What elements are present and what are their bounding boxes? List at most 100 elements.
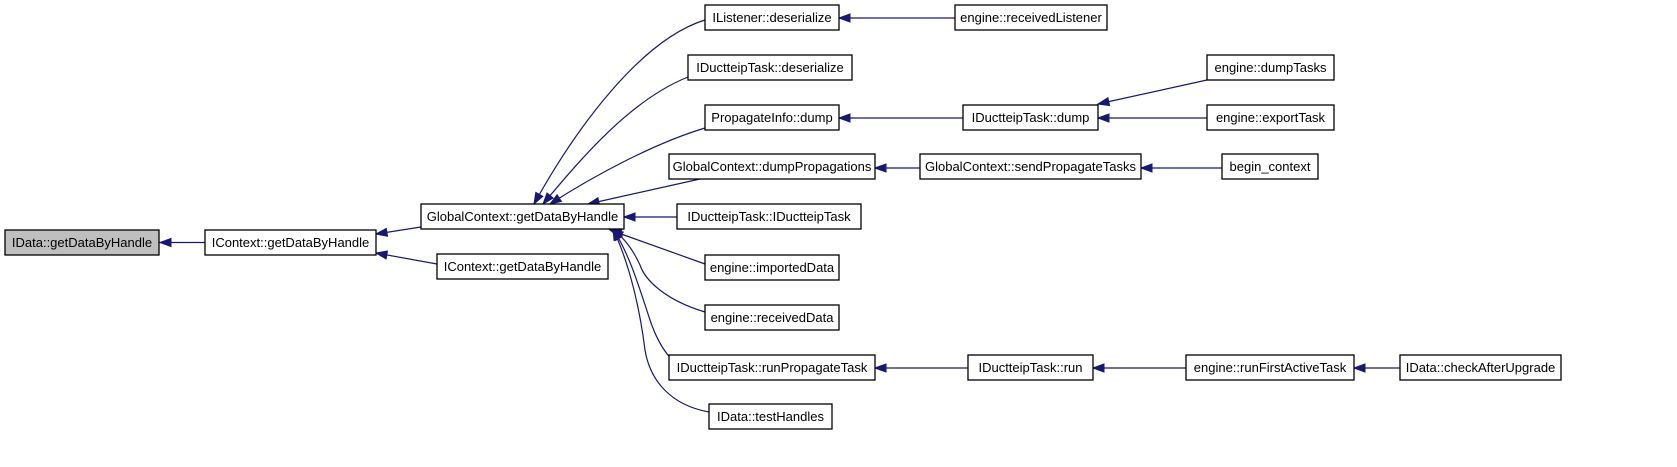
node-box[interactable] [204, 229, 377, 256]
arrowhead [612, 227, 623, 242]
node-n3[interactable]: IContext::getDataByHandle [436, 253, 609, 280]
node-n9[interactable]: engine::importedData [704, 254, 840, 281]
node-box[interactable] [676, 203, 862, 230]
node-label: IDuctteipTask::run [978, 360, 1082, 375]
edge-n19-to-n15 [1139, 163, 1222, 173]
node-n17[interactable]: engine::dumpTasks [1206, 54, 1335, 81]
edge-n7-to-n2 [586, 178, 701, 207]
node-box[interactable] [962, 104, 1099, 131]
node-box[interactable] [708, 403, 833, 430]
node-label: IContext::getDataByHandle [212, 235, 370, 250]
node-label: engine::importedData [710, 260, 835, 275]
node-label: IDuctteipTask::IDuctteipTask [687, 209, 851, 224]
node-label: engine::exportTask [1216, 110, 1326, 125]
arrowhead [1096, 96, 1111, 107]
node-box[interactable] [668, 354, 876, 381]
node-label: engine::receivedListener [960, 10, 1102, 25]
node-n0[interactable]: IData::getDataByHandle [4, 229, 160, 256]
node-box[interactable] [967, 354, 1094, 381]
node-n8[interactable]: IDuctteipTask::IDuctteipTask [676, 203, 862, 230]
node-box[interactable] [668, 153, 876, 180]
node-label: begin_context [1230, 159, 1311, 174]
node-box[interactable] [1206, 54, 1335, 81]
node-box[interactable] [436, 253, 609, 280]
edge-n20-to-n16 [1091, 363, 1186, 373]
node-label: GlobalContext::dumpPropagations [673, 159, 872, 174]
node-n15[interactable]: GlobalContext::sendPropagateTasks [919, 153, 1142, 180]
arrowhead [533, 191, 544, 206]
node-label: IData::checkAfterUpgrade [1406, 360, 1556, 375]
node-label: PropagateInfo::dump [711, 110, 832, 125]
node-n13[interactable]: engine::receivedListener [954, 4, 1108, 31]
node-n4[interactable]: IListener::deserialize [704, 4, 840, 31]
arrowhead [837, 113, 851, 123]
arrowhead [622, 212, 636, 222]
edge-n21-to-n20 [1352, 363, 1400, 373]
node-label: GlobalContext::sendPropagateTasks [925, 159, 1137, 174]
node-n10[interactable]: engine::receivedData [704, 304, 840, 331]
node-n5[interactable]: IDuctteipTask::deserialize [687, 54, 853, 81]
edge-line [611, 228, 706, 313]
node-n1[interactable]: IContext::getDataByHandle [204, 229, 377, 256]
node-n16[interactable]: IDuctteipTask::run [967, 354, 1094, 381]
node-n11[interactable]: IDuctteipTask::runPropagateTask [668, 354, 876, 381]
node-label: IData::getDataByHandle [12, 235, 152, 250]
arrowhead [158, 237, 172, 248]
arrowhead [873, 163, 887, 173]
arrowhead [873, 363, 887, 373]
edge-line [612, 228, 710, 413]
arrowhead [1091, 363, 1105, 373]
edge-n8-to-n2 [622, 212, 677, 222]
node-box[interactable] [704, 254, 840, 281]
arrowhead [1096, 113, 1110, 123]
arrowhead [1352, 363, 1366, 373]
node-box[interactable] [1399, 354, 1562, 381]
node-box[interactable] [420, 203, 625, 230]
node-label: GlobalContext::getDataByHandle [427, 209, 619, 224]
node-label: IDuctteipTask::runPropagateTask [677, 360, 868, 375]
node-box[interactable] [704, 4, 840, 31]
arrowhead [542, 192, 554, 206]
node-box[interactable] [919, 153, 1142, 180]
edge-line [1097, 79, 1208, 105]
node-label: IContext::getDataByHandle [444, 259, 602, 274]
node-box[interactable] [1206, 104, 1335, 131]
edge-line [587, 178, 701, 205]
edge-line [533, 19, 706, 205]
edge-n2-to-n1 [374, 226, 422, 237]
node-label: engine::receivedData [711, 310, 835, 325]
node-box[interactable] [1185, 354, 1355, 381]
edge-n18-to-n14 [1096, 113, 1207, 123]
edge-n17-to-n14 [1096, 79, 1208, 107]
node-n6[interactable]: PropagateInfo::dump [704, 104, 840, 131]
arrowhead [1139, 163, 1153, 173]
edge-n4-to-n2 [533, 19, 706, 206]
node-label: engine::dumpTasks [1214, 60, 1327, 75]
node-label: engine::runFirstActiveTask [1194, 360, 1347, 375]
node-label: IDuctteipTask::deserialize [696, 60, 843, 75]
node-box[interactable] [704, 304, 840, 331]
node-box[interactable] [1221, 153, 1319, 180]
arrowhead [374, 227, 389, 237]
edge-n16-to-n11 [873, 363, 968, 373]
node-n19[interactable]: begin_context [1221, 153, 1319, 180]
edge-n5-to-n2 [542, 76, 689, 206]
node-box[interactable] [687, 54, 853, 81]
node-box[interactable] [704, 104, 840, 131]
arrowhead [374, 250, 389, 260]
node-label: IDuctteipTask::dump [972, 110, 1090, 125]
node-n12[interactable]: IData::testHandles [708, 403, 833, 430]
node-box[interactable] [954, 4, 1108, 31]
node-n20[interactable]: engine::runFirstActiveTask [1185, 354, 1355, 381]
edge-n13-to-n4 [837, 13, 955, 23]
node-label: IListener::deserialize [712, 10, 831, 25]
node-n2[interactable]: GlobalContext::getDataByHandle [420, 203, 625, 230]
node-n7[interactable]: GlobalContext::dumpPropagations [668, 153, 876, 180]
edge-n10-to-n2 [610, 228, 706, 313]
node-box[interactable] [4, 229, 160, 256]
node-n14[interactable]: IDuctteipTask::dump [962, 104, 1099, 131]
node-n21[interactable]: IData::checkAfterUpgrade [1399, 354, 1562, 381]
edge-line [542, 76, 689, 205]
node-n18[interactable]: engine::exportTask [1206, 104, 1335, 131]
